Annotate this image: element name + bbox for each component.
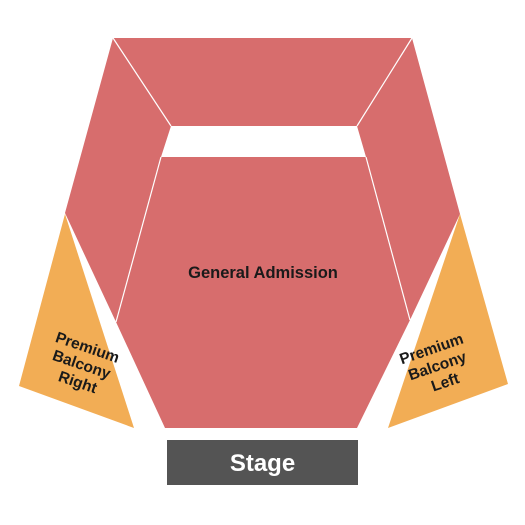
premium-balcony-left-section[interactable]: Premium Balcony Left [388,214,508,428]
ga-divider-line [115,156,162,323]
stage-shape [167,440,358,485]
ga-divider-line [365,156,411,321]
stage-label: Stage [230,450,295,477]
premium-balcony-left-shape[interactable] [388,214,508,428]
premium-balcony-right-shape[interactable] [19,214,134,428]
general-admission-shape[interactable] [65,38,460,428]
premium-balcony-right-section[interactable]: Premium Balcony Right [19,214,134,428]
stage-section: Stage [167,440,358,485]
ga-divider-line [112,37,172,127]
ga-divider-line [356,37,413,127]
general-admission-label: General Admission [188,264,338,282]
general-admission-section[interactable]: General Admission [65,37,460,428]
